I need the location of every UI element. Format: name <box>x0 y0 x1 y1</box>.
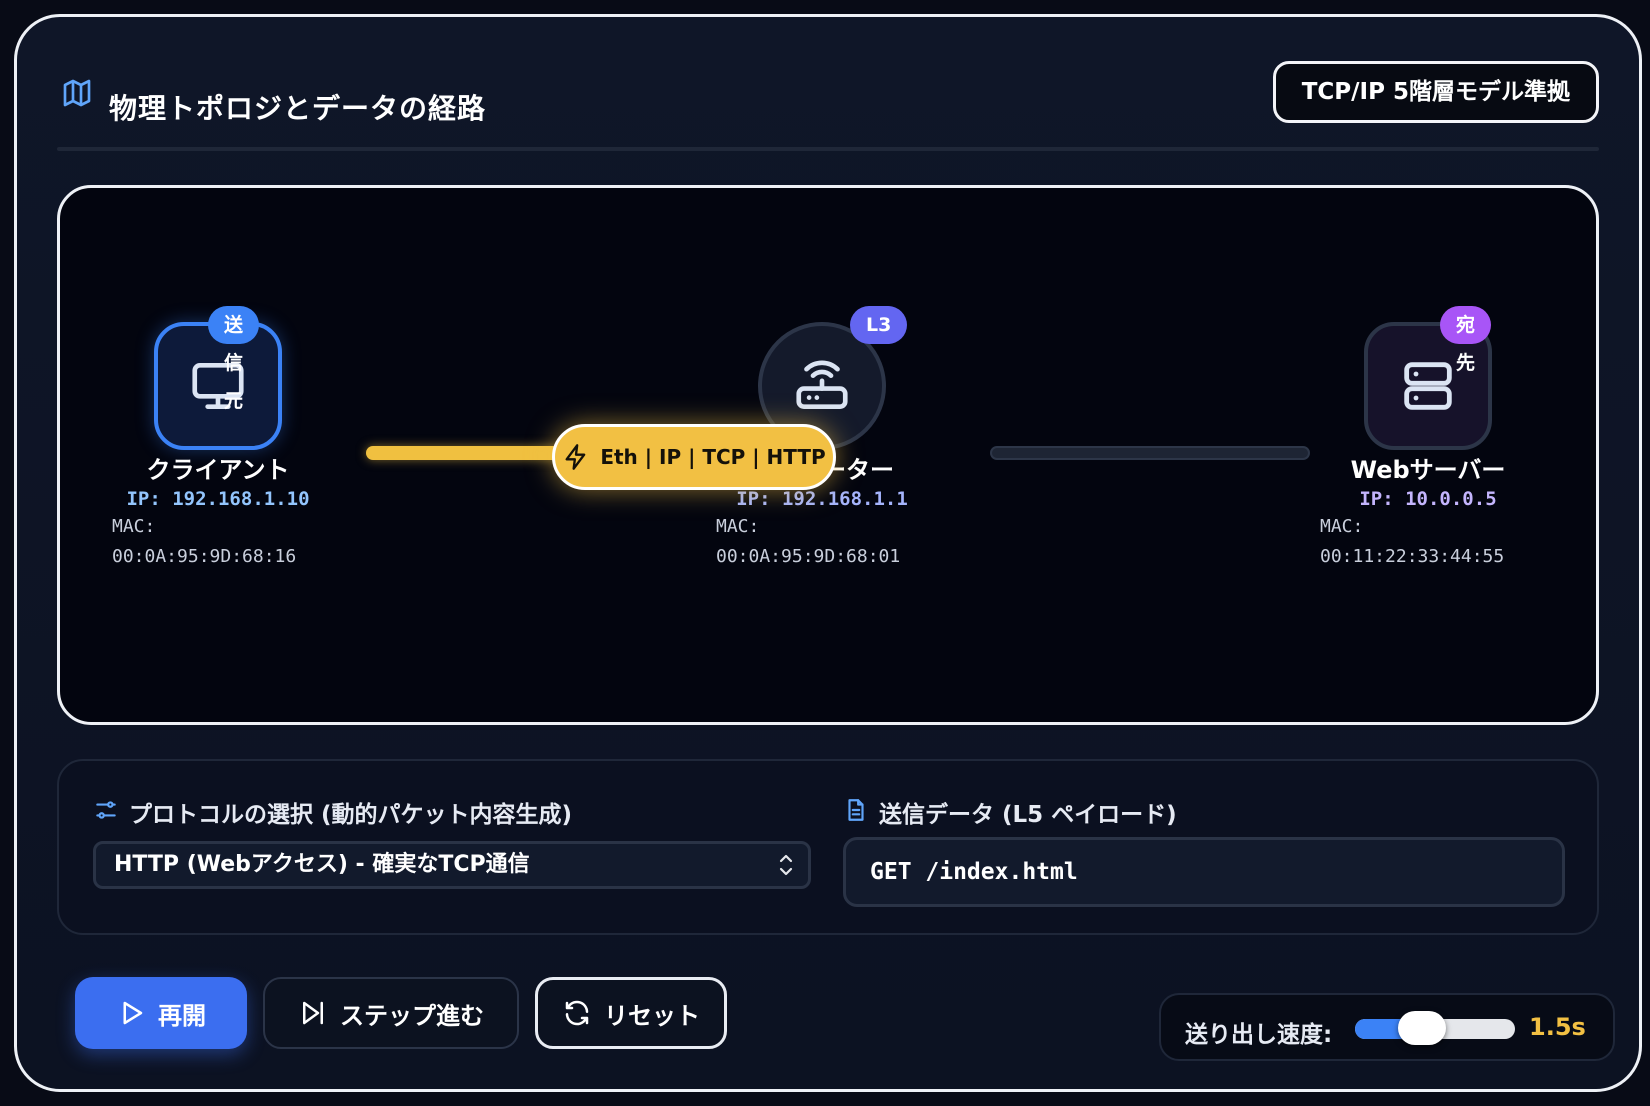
client-mac-label: MAC: <box>112 516 156 537</box>
protocol-label: プロトコルの選択 (動的パケット内容生成) <box>129 802 573 828</box>
monitor-icon <box>192 363 244 409</box>
server-ip: IP: 10.0.0.5 <box>1359 488 1497 510</box>
chevron-updown-icon <box>779 854 793 876</box>
packet-capsule: Eth | IP | TCP | HTTP <box>552 424 836 490</box>
server-mac: MAC: 00:11:22:33:44:55 <box>1320 512 1504 572</box>
packet-label: Eth | IP | TCP | HTTP <box>600 445 826 469</box>
server-mac-label: MAC: <box>1320 516 1364 537</box>
server-name: Webサーバー <box>1350 456 1506 484</box>
client-mac-value: 00:0A:95:9D:68:16 <box>112 546 297 567</box>
header-divider <box>57 147 1599 151</box>
speed-label: 送り出し速度: <box>1185 1022 1333 1048</box>
refresh-icon <box>565 1000 589 1026</box>
speed-value: 1.5s <box>1529 1013 1586 1041</box>
router-tag: L3 <box>850 306 908 344</box>
link-router-server <box>990 446 1310 460</box>
model-badge: TCP/IP 5階層モデル準拠 <box>1272 61 1599 123</box>
router-mac-label: MAC: <box>716 516 760 537</box>
reset-button-label: リセット <box>604 1001 700 1030</box>
controls-card: プロトコルの選択 (動的パケット内容生成) HTTP (Webアクセス) - 確… <box>57 759 1599 935</box>
play-button-label: 再開 <box>158 1001 206 1030</box>
document-icon <box>848 799 864 821</box>
protocol-select-value: HTTP (Webアクセス) - 確実なTCP通信 <box>114 852 530 877</box>
speed-control: 送り出し速度: 1.5s <box>1159 993 1615 1061</box>
router-mac-value: 00:0A:95:9D:68:01 <box>716 546 901 567</box>
step-button-label: ステップ進む <box>340 1001 484 1030</box>
sliders-icon <box>96 801 116 819</box>
page-title: 物理トポロジとデータの経路 <box>109 92 487 125</box>
payload-input[interactable]: GET /index.html <box>843 837 1565 907</box>
payload-label: 送信データ (L5 ペイロード) <box>879 802 1177 828</box>
topology-canvas: 送信元 クライアント IP: 192.168.1.10 MAC: 00:0A:9… <box>57 185 1599 725</box>
client-tag: 送信元 <box>208 306 260 412</box>
router-mac: MAC: 00:0A:95:9D:68:01 <box>716 512 900 572</box>
server-mac-value: 00:11:22:33:44:55 <box>1320 546 1505 567</box>
client-name: クライアント <box>146 456 290 484</box>
reset-button[interactable]: リセット <box>535 977 727 1049</box>
protocol-select[interactable]: HTTP (Webアクセス) - 確実なTCP通信 <box>93 841 811 889</box>
server-tag: 宛先 <box>1440 306 1492 374</box>
topology-panel: 物理トポロジとデータの経路 TCP/IP 5階層モデル準拠 送信元 クライアント… <box>14 14 1642 1092</box>
client-ip: IP: 192.168.1.10 <box>126 488 310 510</box>
play-icon <box>123 1001 143 1025</box>
client-mac: MAC: 00:0A:95:9D:68:16 <box>112 512 296 572</box>
server-icon <box>1404 362 1452 410</box>
play-button[interactable]: 再開 <box>75 977 247 1049</box>
router-ip: IP: 192.168.1.1 <box>736 488 908 510</box>
speed-slider-thumb[interactable] <box>1398 1011 1447 1045</box>
step-button[interactable]: ステップ進む <box>263 977 519 1049</box>
router-icon <box>796 360 848 409</box>
lightning-icon <box>565 444 586 470</box>
map-icon <box>63 79 91 107</box>
client-box[interactable] <box>154 322 282 450</box>
step-forward-icon <box>303 1001 323 1025</box>
